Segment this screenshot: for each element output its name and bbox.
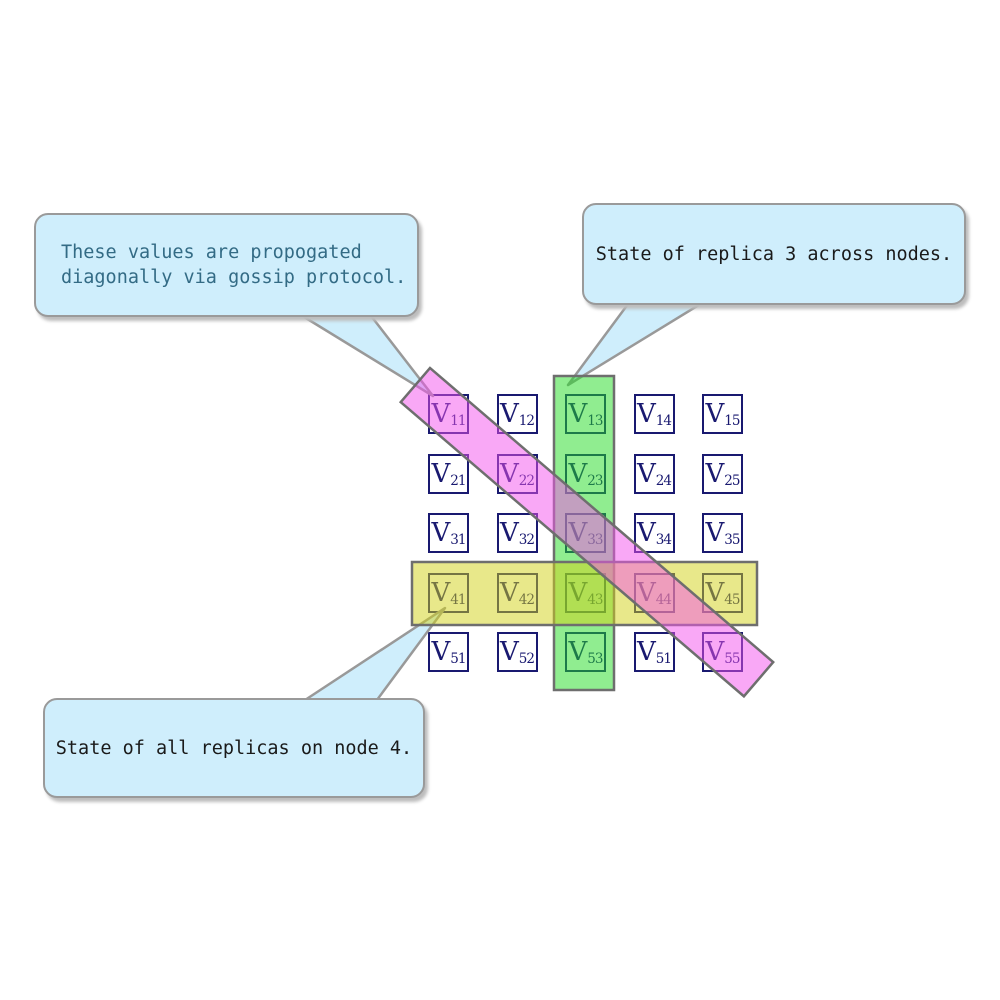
cell-subscript: 15 <box>724 413 740 430</box>
cell-subscript: 55 <box>724 651 740 668</box>
cell-symbol: V <box>568 399 588 429</box>
node-callout-leader <box>297 606 447 706</box>
gossip-callout-line2: diagonally via gossip protocol. <box>61 267 407 288</box>
cell-symbol: V <box>637 399 656 429</box>
cell-symbol: V <box>637 518 656 548</box>
cell-symbol: V <box>431 637 451 667</box>
cell-subscript: 45 <box>724 591 740 608</box>
cell-subscript: 25 <box>724 472 740 489</box>
cell-subscript: 14 <box>655 413 672 430</box>
cell-symbol: V <box>637 637 656 667</box>
cell-symbol: V <box>500 518 519 548</box>
cell-symbol: V <box>705 518 725 548</box>
replica-callout-text: State of replica 3 across nodes. <box>595 243 953 265</box>
cell-symbol: V <box>431 577 451 608</box>
cell-symbol: V <box>500 637 519 667</box>
cell-symbol: V <box>568 637 588 667</box>
cell-subscript: 41 <box>450 591 466 608</box>
cell-symbol: V <box>431 518 451 548</box>
cell-symbol: V <box>500 399 519 429</box>
cell-subscript: 52 <box>518 651 535 668</box>
cell-subscript: 32 <box>518 532 535 549</box>
cell-symbol: V <box>431 399 451 429</box>
cell-subscript: 44 <box>655 591 672 608</box>
gossip-callout: These values are propogated diagonally v… <box>34 213 419 317</box>
cell-subscript: 43 <box>587 591 603 608</box>
cell-symbol: V <box>705 458 725 489</box>
cell-subscript: 34 <box>655 532 672 549</box>
cell-symbol: V <box>705 399 725 429</box>
cell-subscript: 35 <box>724 532 740 549</box>
cell-subscript: 51 <box>655 651 672 668</box>
cell-symbol: V <box>637 458 656 489</box>
cell-symbol: V <box>705 637 725 667</box>
cell-symbol: V <box>568 518 588 548</box>
cell-subscript: 42 <box>518 591 535 608</box>
cell-subscript: 53 <box>587 651 603 668</box>
cell-symbol: V <box>568 577 588 608</box>
cell-subscript: 51 <box>450 651 466 668</box>
cell-subscript: 23 <box>587 472 603 489</box>
cell-symbol: V <box>431 458 451 489</box>
cell-symbol: V <box>568 458 588 489</box>
node-callout: State of all replicas on node 4. <box>43 698 425 798</box>
replica-callout: State of replica 3 across nodes. <box>582 203 966 305</box>
cell-subscript: 22 <box>518 472 535 489</box>
cell-symbol: V <box>500 577 519 608</box>
cell-subscript: 24 <box>655 472 672 489</box>
cell-subscript: 31 <box>450 532 466 549</box>
gossip-callout-line1: These values are propogated <box>61 242 362 263</box>
cell-subscript: 11 <box>450 413 466 430</box>
cell-subscript: 12 <box>518 413 535 430</box>
node-callout-text: State of all replicas on node 4. <box>55 737 413 759</box>
cell-subscript: 21 <box>450 472 466 489</box>
cell-subscript: 13 <box>587 413 603 430</box>
gossip-callout-leader <box>294 310 435 398</box>
cell-subscript: 33 <box>587 532 603 549</box>
cell-symbol: V <box>637 577 656 608</box>
replica-callout-leader <box>566 298 709 387</box>
cell-symbol: V <box>500 458 519 489</box>
cell-symbol: V <box>705 577 725 608</box>
